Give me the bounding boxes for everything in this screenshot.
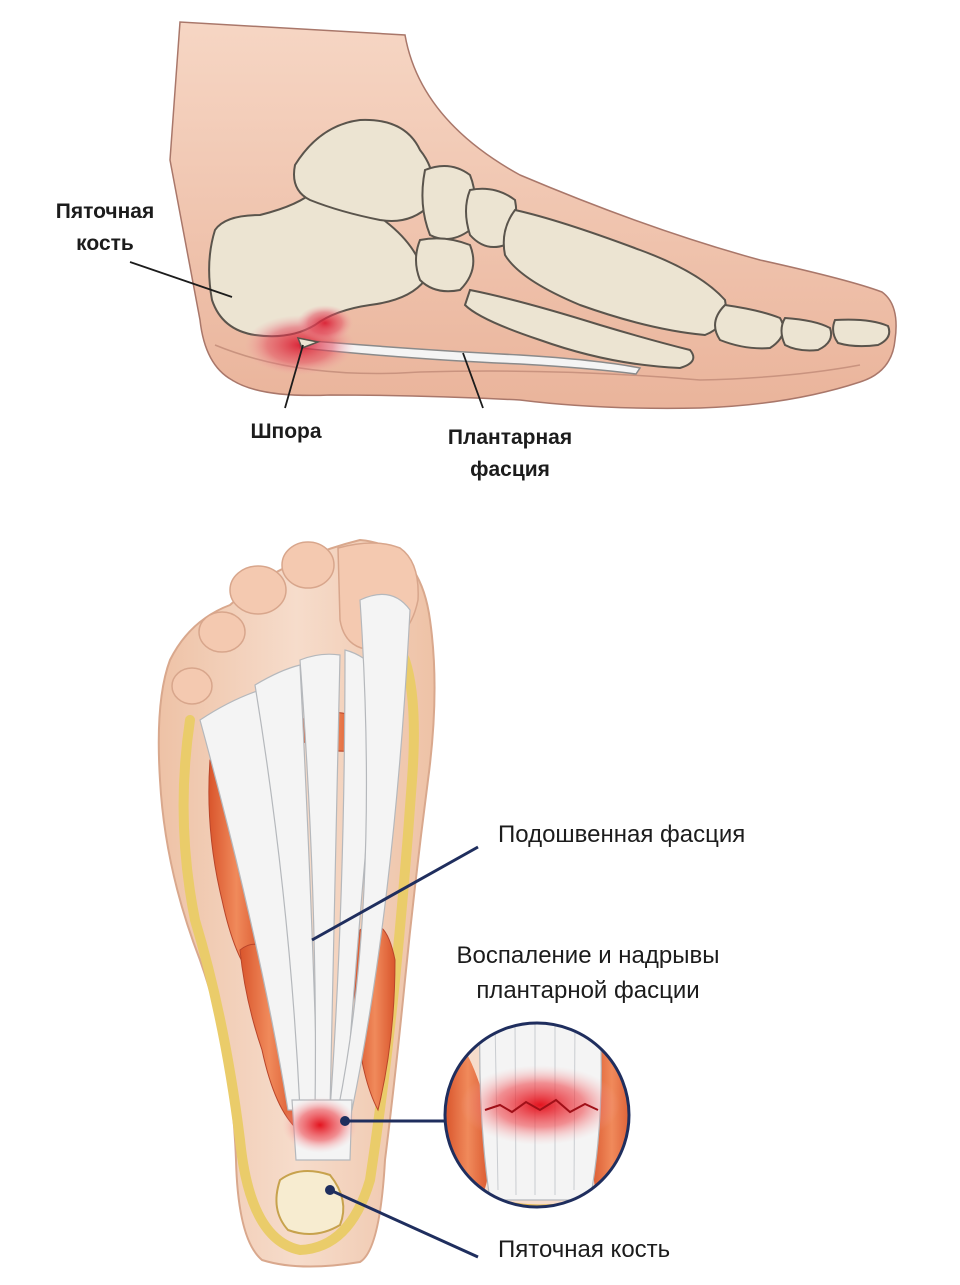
label-calcaneus-side-line1: Пяточная <box>55 200 155 223</box>
label-inflammation-line1: Воспаление и надрывы <box>456 942 720 969</box>
label-inflammation-line2: плантарной фасции <box>476 977 700 1004</box>
side-view-bones <box>208 118 891 370</box>
side-plantar-fascia <box>299 339 642 375</box>
label-spur: Шпора <box>226 416 346 448</box>
magnified-inset <box>443 1021 631 1209</box>
label-spur-text: Шпора <box>250 420 322 443</box>
label-calcaneus-bottom-text: Пяточная кость <box>498 1236 671 1263</box>
calcaneus-bone <box>208 188 427 338</box>
label-plantar-fascia-bottom-text: Подошвенная фасция <box>498 821 746 848</box>
label-plantar-fascia-side-line2: фасция <box>470 458 550 481</box>
bottom-view-pointers <box>311 845 479 1259</box>
metatarsal-bones <box>502 208 727 337</box>
bottom-view-foot <box>157 538 436 1268</box>
bottom-inflammation <box>282 1097 358 1153</box>
label-plantar-fascia-bottom: Подошвенная фасция <box>498 817 745 852</box>
label-calcaneus-bottom: Пяточная кость <box>498 1232 670 1267</box>
label-plantar-fascia-side-line1: Плантарная <box>447 426 573 449</box>
side-view-pointers <box>129 261 484 409</box>
label-inflammation: Воспаление и надрывы плантарной фасции <box>428 938 748 1008</box>
label-calcaneus-side: Пяточная кость <box>40 196 170 260</box>
label-plantar-fascia-side: Плантарная фасция <box>420 422 600 486</box>
side-view-foot <box>169 21 897 410</box>
bottom-calcaneus <box>275 1170 345 1235</box>
label-calcaneus-side-line2: кость <box>76 232 134 255</box>
